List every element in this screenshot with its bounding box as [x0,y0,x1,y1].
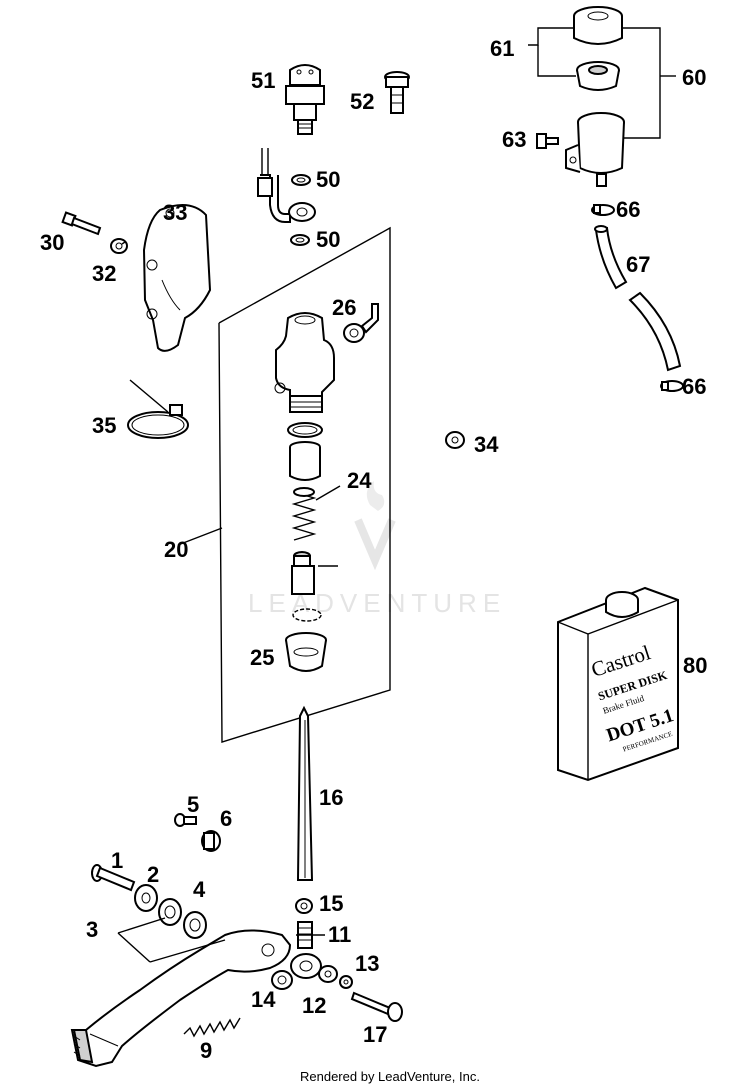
callout-52: 52 [350,89,374,114]
screw-5 [174,813,197,827]
callout-80: 80 [683,653,707,678]
bolt-30 [61,211,102,236]
leader-lines [117,241,325,963]
assembly-20-boundary [218,226,391,743]
callout-9: 9 [200,1038,212,1063]
callout-16: 16 [319,785,343,810]
washer-13 [339,975,353,989]
brake-pedal-3 [70,929,292,1068]
callout-6: 6 [220,806,232,831]
hose-clamp-66-top [591,204,615,216]
callout-15: 15 [319,891,343,916]
callout-66-bottom: 66 [682,374,706,399]
callout-61: 61 [490,36,514,61]
elbow-fitting-26 [343,303,379,343]
callout-51: 51 [251,68,275,93]
bracket-60 [622,27,676,139]
callout-24: 24 [347,468,372,493]
callout-32: 32 [92,261,116,286]
piston [291,551,315,595]
nut-15 [295,898,313,914]
callout-26: 26 [332,295,356,320]
callout-13: 13 [355,951,379,976]
callout-66-top: 66 [616,197,640,222]
hose-clamp-66-bottom [660,380,684,392]
watermark-text: LEADVENTURE [248,588,506,618]
return-spring-9 [183,1017,241,1038]
circlip [292,608,322,622]
nut-14 [271,970,293,990]
sleeve [289,441,321,481]
spacer-6 [201,830,221,852]
bracket-61 [528,27,576,77]
callout-50-lower: 50 [316,227,340,252]
reservoir-diaphragm [576,61,620,91]
cable-tie-35 [127,379,189,439]
washer-50-upper [291,174,311,186]
callout-60: 60 [682,65,706,90]
spring-24 [291,487,317,541]
nut-32 [110,238,128,254]
bolt-1 [91,864,136,892]
callout-2: 2 [147,862,159,887]
callout-11: 11 [328,922,351,947]
nut-34 [445,431,465,449]
callout-33: 33 [163,200,187,225]
bolt-17 [350,991,403,1022]
footer-credit: Rendered by LeadVenture, Inc. [300,1069,480,1084]
brake-line-fitting [257,148,316,223]
washer-50-lower [290,234,310,246]
callout-63: 63 [502,127,526,152]
banjo-bolt-52 [384,71,410,114]
brake-fluid-can-80: Castrol SUPER DISK Brake Fluid DOT 5.1 P… [557,586,679,782]
boot-25 [285,632,327,672]
callout-17: 17 [363,1022,387,1047]
clevis-11 [290,921,322,979]
reservoir-cap [573,6,623,45]
callout-4: 4 [193,877,206,902]
o-ring [287,422,323,438]
bearing-4b [183,911,207,939]
callout-35: 35 [92,413,116,438]
callout-3: 3 [86,917,98,942]
reservoir-body [565,112,625,187]
callout-67: 67 [626,252,650,277]
bearing-4a [158,898,182,926]
callout-50-upper: 50 [316,167,340,192]
washer-12 [318,965,338,983]
callout-14: 14 [251,987,276,1012]
washer-2 [134,884,158,912]
push-rod-16 [296,705,314,881]
leader-24 [315,485,341,501]
callout-5: 5 [187,792,199,817]
master-cylinder-body [274,312,335,413]
watermark: LEADVENTURE [248,481,506,618]
callout-30: 30 [40,230,64,255]
callout-1: 1 [111,848,123,873]
hose-67 [594,225,682,372]
callout-labels: 1 2 3 4 5 6 9 11 12 13 14 15 16 17 20 24… [40,36,707,1063]
heat-shield-33 [142,204,212,352]
callout-34: 34 [474,432,499,457]
brake-light-switch-51 [285,64,325,135]
screw-63 [536,133,559,149]
callout-12: 12 [302,993,326,1018]
callout-20: 20 [164,537,188,562]
callout-25: 25 [250,645,274,670]
